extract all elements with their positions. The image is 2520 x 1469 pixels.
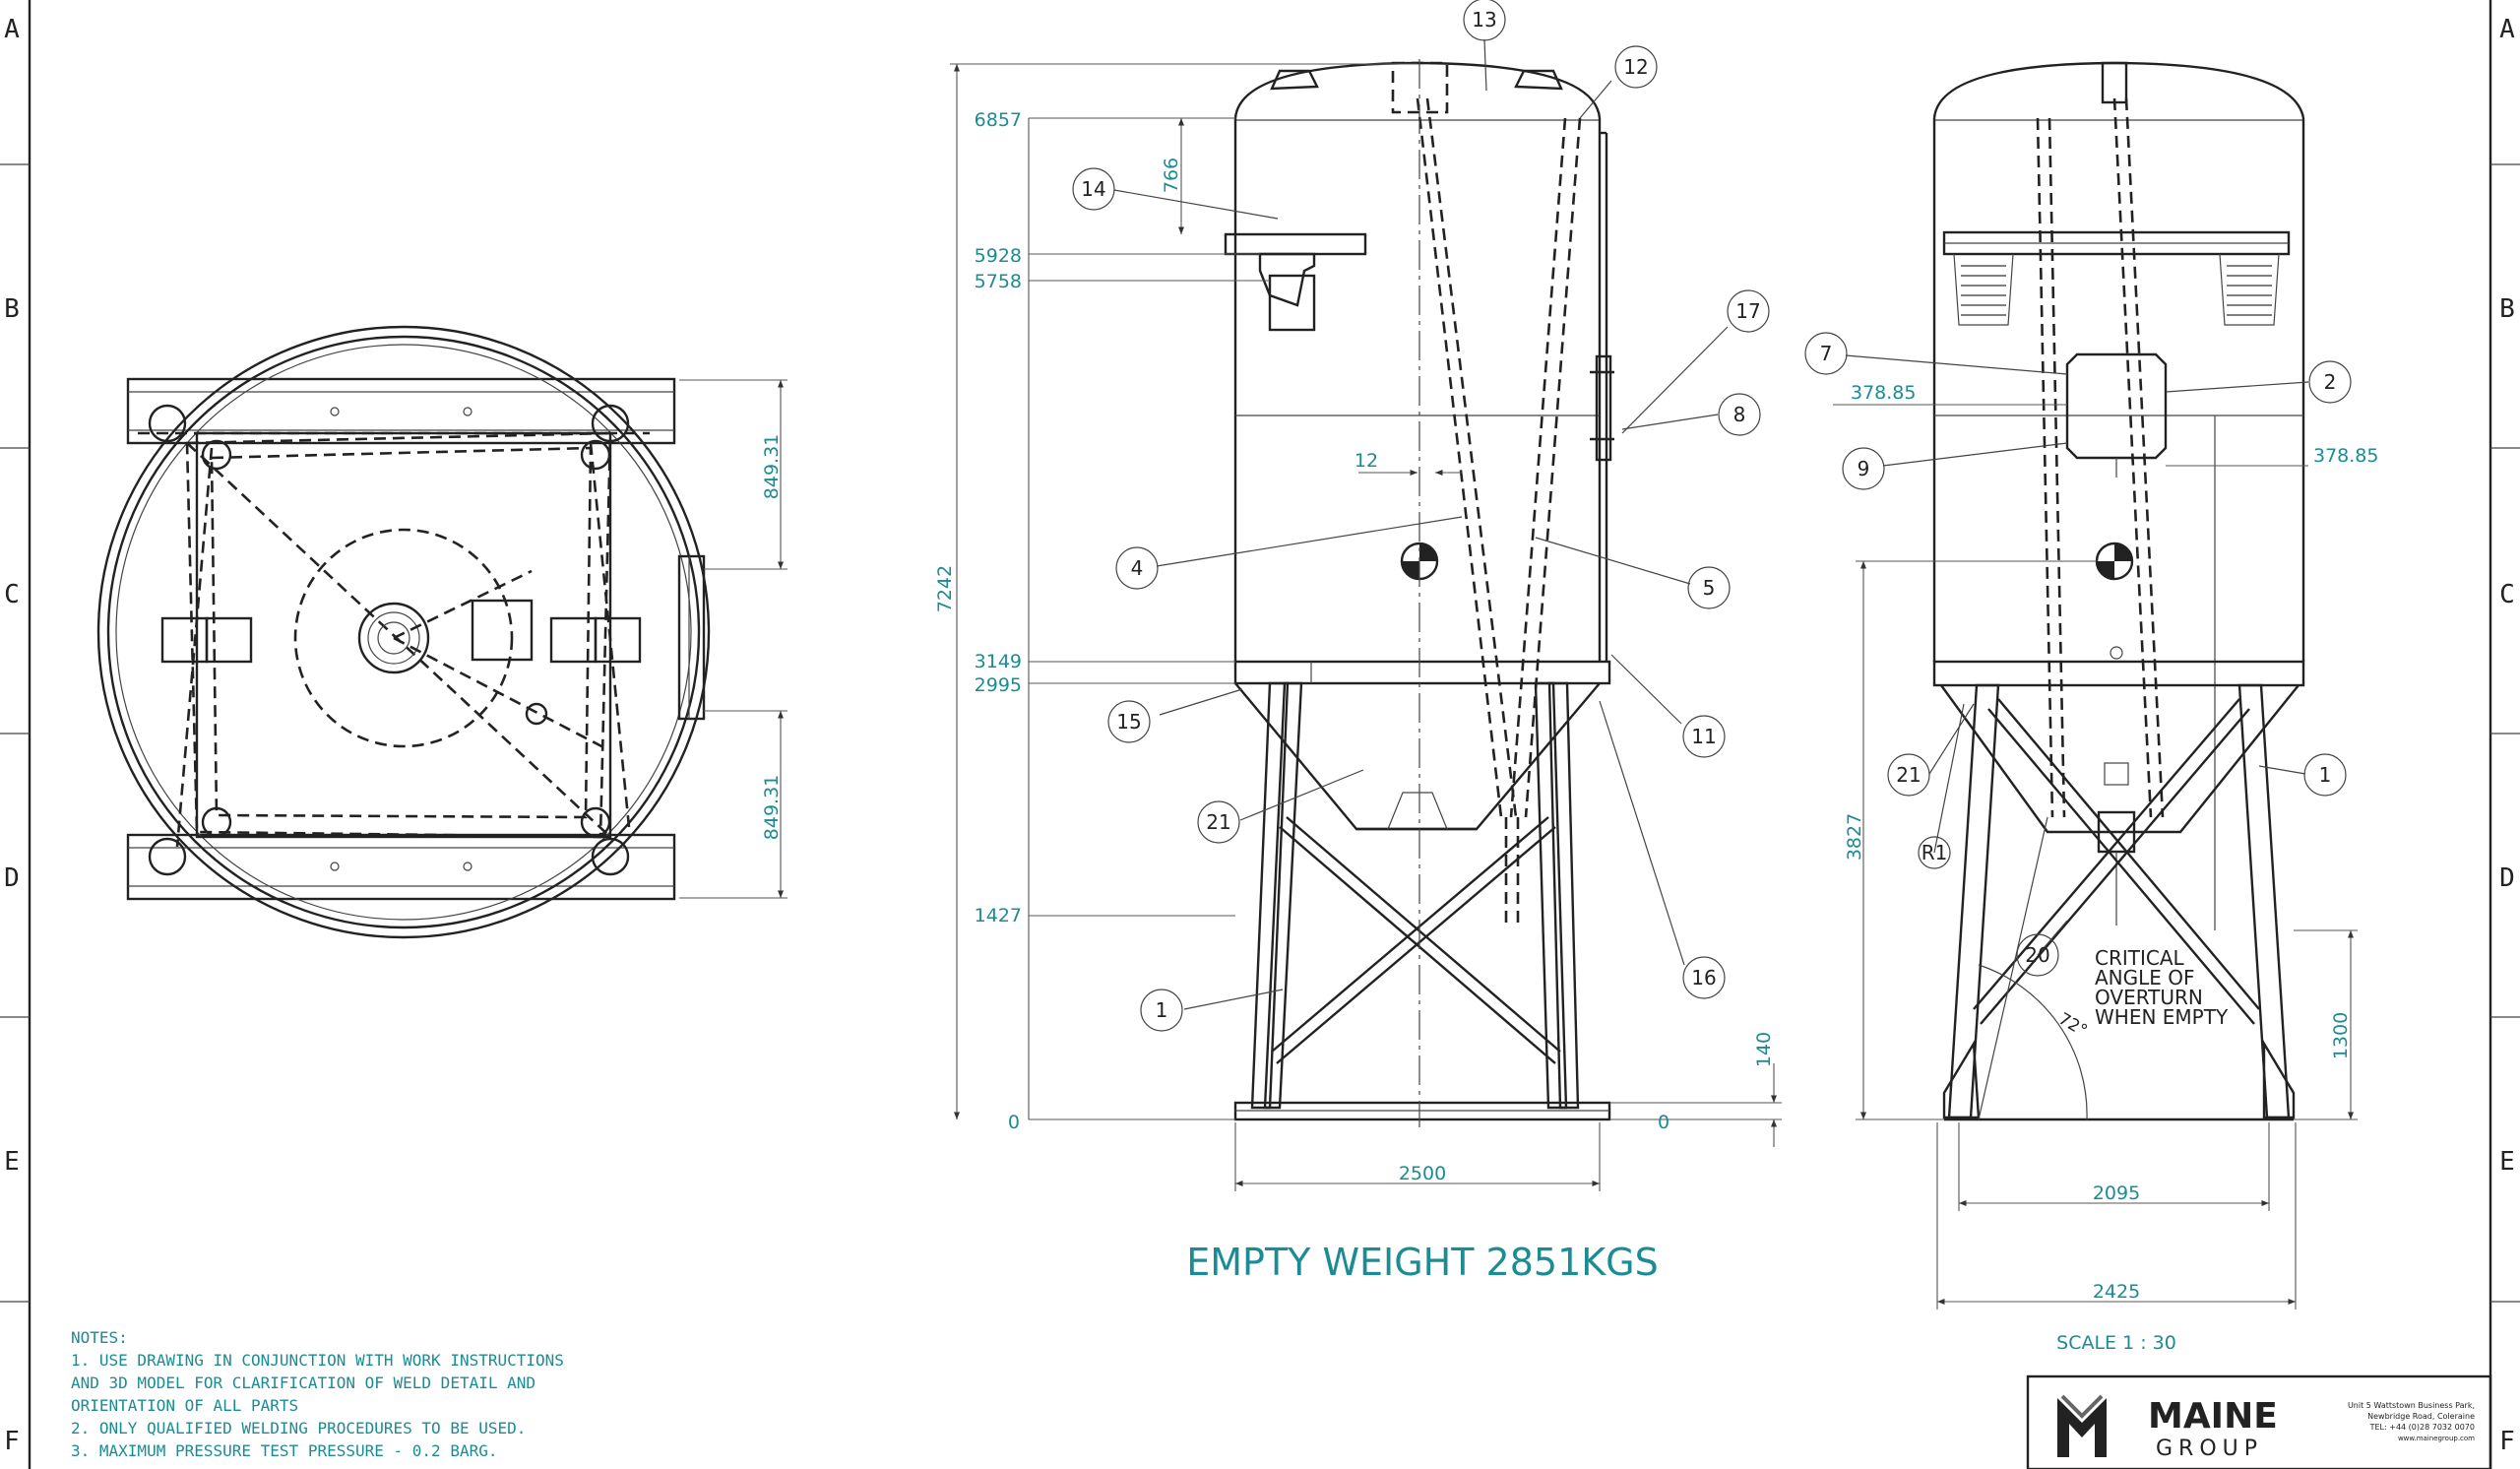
front-elevation: 6857 5928 5758 766 7242 3149 2995 1427 0… bbox=[934, 0, 1782, 1191]
zone-letter: F bbox=[4, 1427, 20, 1456]
svg-text:TEL: +44 (0)28 7032 0070: TEL: +44 (0)28 7032 0070 bbox=[2369, 1423, 2475, 1432]
callout-number: 8 bbox=[1733, 403, 1746, 426]
svg-text:Unit 5 Wattstown Business Park: Unit 5 Wattstown Business Park, bbox=[2348, 1401, 2475, 1410]
title-block: MAINE GROUP Unit 5 Wattstown Business Pa… bbox=[2026, 1374, 2492, 1469]
dimension-label: 12 bbox=[1354, 450, 1378, 472]
zone-letter: E bbox=[2499, 1147, 2515, 1177]
zone-letter: B bbox=[2499, 294, 2515, 324]
zone-letter: C bbox=[4, 580, 20, 609]
svg-text:GROUP: GROUP bbox=[2156, 1437, 2263, 1461]
dimension-label: 2425 bbox=[2093, 1281, 2140, 1303]
company-address: Unit 5 Wattstown Business Park, Newbridg… bbox=[2348, 1401, 2475, 1442]
empty-weight-title: EMPTY WEIGHT 2851KGS bbox=[1186, 1241, 1659, 1284]
dimension-label: 766 bbox=[1161, 158, 1182, 193]
callout-number: 21 bbox=[1896, 763, 1921, 787]
callout-number: 15 bbox=[1116, 710, 1141, 734]
scale-label: SCALE 1 : 30 bbox=[2056, 1332, 2176, 1354]
angle-label: 72° bbox=[2055, 1009, 2091, 1041]
dimension-label: 378.85 bbox=[2313, 445, 2378, 467]
callout-number: 21 bbox=[1206, 810, 1230, 834]
callout-number: 5 bbox=[1703, 576, 1716, 600]
notes-block: NOTES: 1. USE DRAWING IN CONJUNCTION WIT… bbox=[71, 1328, 564, 1460]
callout-number: 12 bbox=[1623, 55, 1648, 79]
zone-letters-left: A B C D E F bbox=[4, 15, 20, 1456]
callout-number: 13 bbox=[1472, 8, 1496, 32]
svg-text:ORIENTATION OF ALL PARTS: ORIENTATION OF ALL PARTS bbox=[71, 1396, 298, 1415]
dimension-label: 7242 bbox=[934, 565, 956, 612]
maine-group-logo: MAINE GROUP bbox=[2057, 1394, 2278, 1461]
callout-number: 1 bbox=[1156, 998, 1168, 1022]
zone-letter: C bbox=[2499, 580, 2515, 609]
svg-text:OVERTURN: OVERTURN bbox=[2095, 986, 2203, 1009]
callout-number: 16 bbox=[1691, 966, 1716, 990]
svg-text:2. ONLY QUALIFIED WELDING PRO: 2. ONLY QUALIFIED WELDING PROCEDURES TO … bbox=[71, 1419, 526, 1437]
zone-letter: A bbox=[4, 15, 20, 44]
dimension-label: 1300 bbox=[2330, 1012, 2352, 1059]
callout-number: 14 bbox=[1081, 177, 1105, 201]
callout-number: 17 bbox=[1735, 299, 1760, 323]
callout-number: 9 bbox=[1858, 457, 1870, 480]
dimension-label: 5758 bbox=[975, 271, 1022, 292]
zone-letter: D bbox=[2499, 863, 2515, 893]
callout-number: 1 bbox=[2319, 763, 2332, 787]
svg-text:1. USE DRAWING IN CONJUNCTION: 1. USE DRAWING IN CONJUNCTION WITH WORK … bbox=[71, 1351, 564, 1370]
dimension-label: 0 bbox=[1008, 1112, 1020, 1133]
svg-text:MAINE: MAINE bbox=[2148, 1396, 2278, 1437]
svg-text:AND 3D MODEL FOR CLARIFICATION: AND 3D MODEL FOR CLARIFICATION OF WELD D… bbox=[71, 1373, 536, 1392]
dimension-label: 6857 bbox=[975, 109, 1022, 131]
side-elevation: 378.85 378.85 3827 1300 2095 2425 72° 7 … bbox=[1804, 61, 2378, 1309]
zone-letter: B bbox=[4, 294, 20, 324]
callout-balloons: 13 12 14 17 8 4 5 15 11 21 16 1 bbox=[1072, 0, 1770, 1032]
critical-angle-note: CRITICAL ANGLE OF OVERTURN WHEN EMPTY bbox=[2095, 946, 2229, 1029]
dimension-label: 1427 bbox=[975, 905, 1022, 926]
dimension-label: 2500 bbox=[1399, 1163, 1446, 1184]
zone-letter: D bbox=[4, 863, 20, 893]
callout-number: 4 bbox=[1131, 556, 1144, 580]
dimension-label: 0 bbox=[1658, 1112, 1670, 1133]
svg-text:WHEN EMPTY: WHEN EMPTY bbox=[2095, 1005, 2229, 1029]
callout-number: 2 bbox=[2324, 370, 2337, 394]
callout-number: 11 bbox=[1691, 725, 1716, 748]
dimension-label: 3827 bbox=[1844, 813, 1865, 861]
svg-text:3. MAXIMUM PRESSURE TEST PRES: 3. MAXIMUM PRESSURE TEST PRESSURE - 0.2 … bbox=[71, 1441, 497, 1460]
dimension-label: 378.85 bbox=[1851, 382, 1916, 404]
svg-text:ANGLE OF: ANGLE OF bbox=[2095, 966, 2195, 990]
dimension-label: 849.31 bbox=[761, 434, 783, 499]
dimension-label: 140 bbox=[1753, 1032, 1775, 1067]
zone-letter: F bbox=[2499, 1427, 2515, 1456]
zone-letter: E bbox=[4, 1147, 20, 1177]
svg-text:Newbridge Road, Coleraine: Newbridge Road, Coleraine bbox=[2367, 1412, 2475, 1421]
plan-view: 849.31 849.31 bbox=[96, 325, 788, 939]
dimension-label: 2995 bbox=[975, 674, 1022, 696]
callout-number: R1 bbox=[1922, 841, 1948, 864]
svg-text:NOTES:: NOTES: bbox=[71, 1328, 128, 1347]
svg-text:www.mainegroup.com: www.mainegroup.com bbox=[2398, 1435, 2475, 1442]
dimension-label: 2095 bbox=[2093, 1182, 2140, 1204]
callout-number: 7 bbox=[1820, 342, 1833, 365]
dimension-label: 849.31 bbox=[761, 775, 783, 840]
svg-text:CRITICAL: CRITICAL bbox=[2095, 946, 2185, 970]
dimension-label: 3149 bbox=[975, 651, 1022, 672]
dimension-label: 5928 bbox=[975, 245, 1022, 267]
callout-number: 20 bbox=[2025, 943, 2049, 967]
zone-letter: A bbox=[2499, 15, 2515, 44]
zone-letters-right: A B C D E F bbox=[2499, 15, 2515, 1456]
callout-balloons-side: 7 2 9 21 1 R1 20 bbox=[1804, 332, 2352, 977]
